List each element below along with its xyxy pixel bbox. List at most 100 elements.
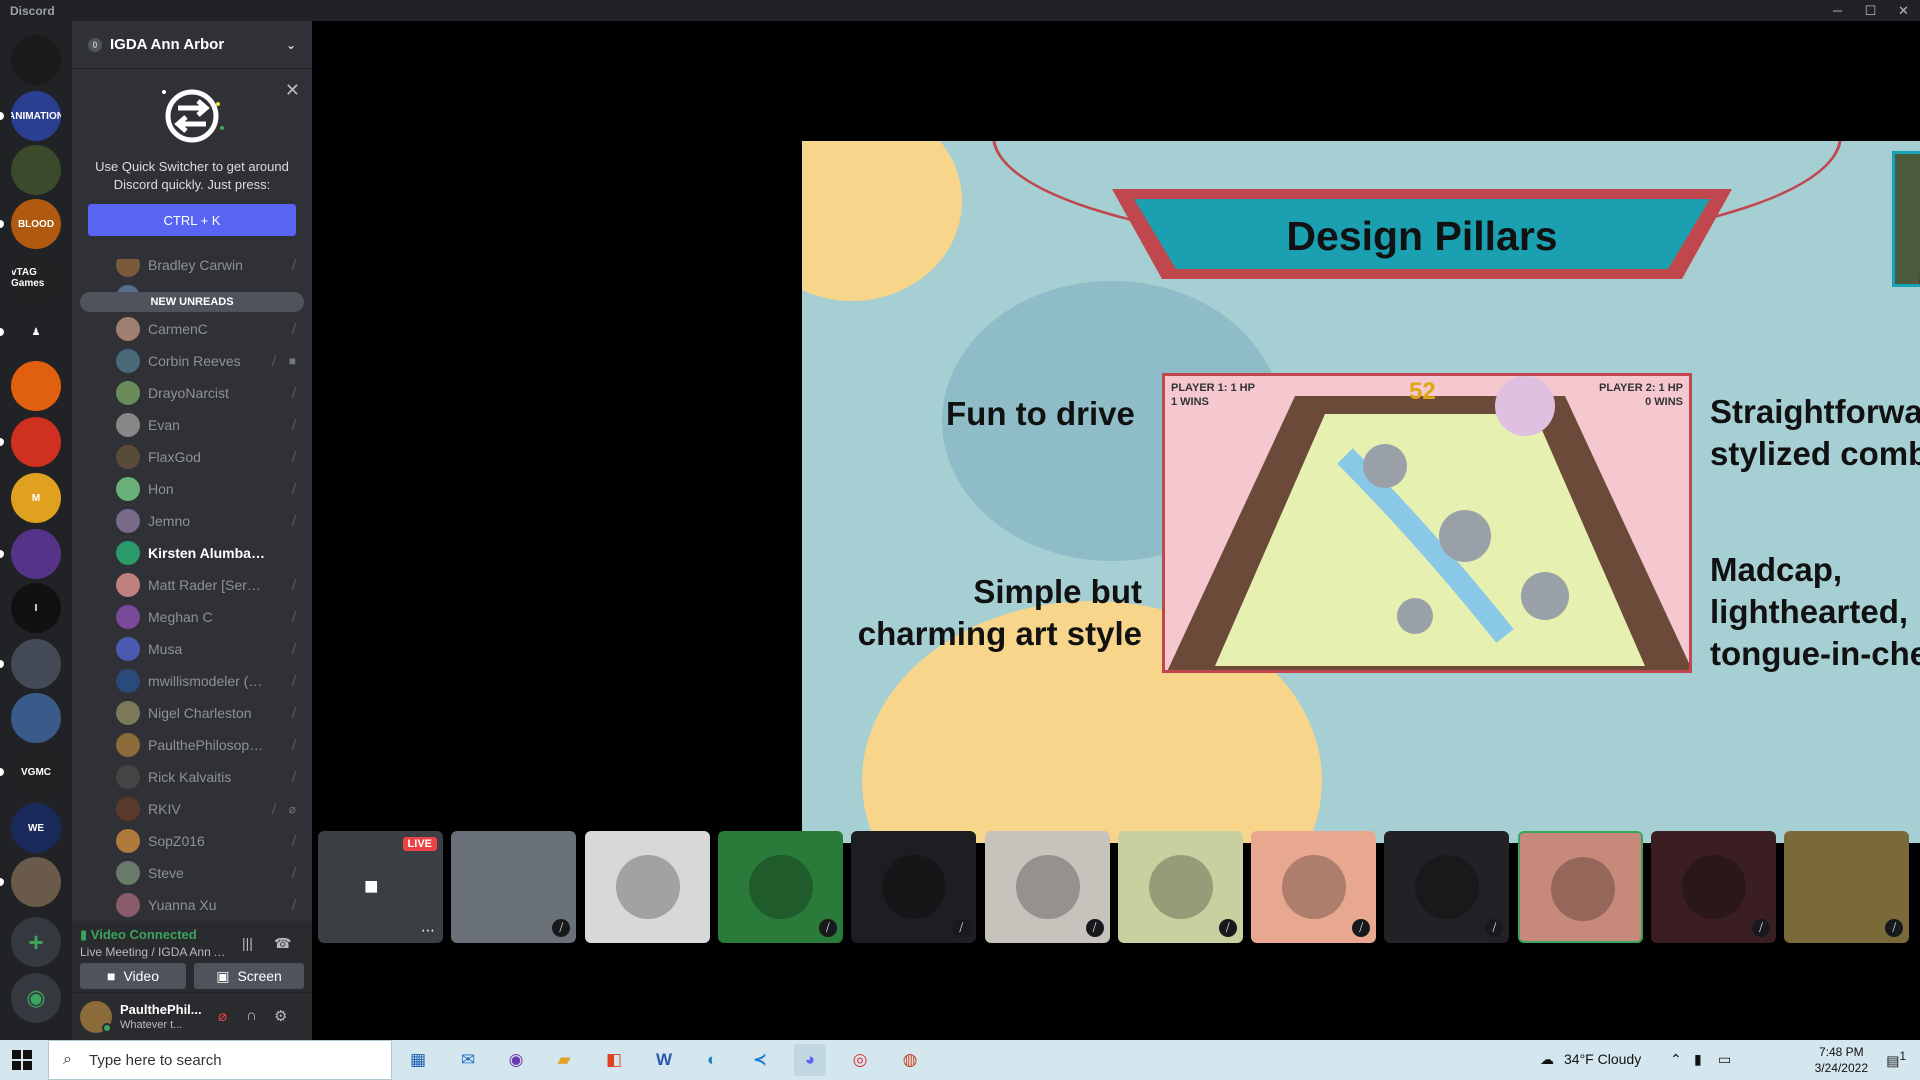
minimize-icon[interactable]: ─ (1832, 3, 1843, 18)
screen-share-button[interactable]: ▣Screen (194, 963, 304, 989)
microphone-icon[interactable]: ▮ (1694, 1051, 1702, 1067)
server-icon-blood[interactable]: BLOOD (11, 199, 61, 249)
server-icon-home[interactable] (11, 35, 61, 85)
server-icon-we-server[interactable]: WE (11, 803, 61, 853)
player1-hp: PLAYER 1: 1 HP (1171, 382, 1255, 394)
server-icon-chess[interactable]: ♟ (11, 307, 61, 357)
server-icon-red-server[interactable] (11, 417, 61, 467)
title-bar: Discord ─ ☐ ✕ (0, 0, 1920, 21)
voice-member[interactable]: CarmenC⧸ (116, 313, 312, 345)
maximize-icon[interactable]: ☐ (1864, 2, 1877, 18)
voice-member[interactable]: Matt Rader [Serenit...⧸ (116, 569, 312, 601)
chrome-app-icon[interactable]: ◍ (902, 1050, 918, 1069)
explore-servers-icon[interactable]: ◉ (11, 973, 61, 1023)
close-icon[interactable]: ✕ (284, 80, 300, 100)
voice-member[interactable]: Yuanna Xu⧸ (116, 889, 312, 921)
windows-start-icon[interactable] (12, 1050, 32, 1070)
username[interactable]: PaulthePhil... (120, 1002, 202, 1017)
voice-member[interactable]: Kirsten Alumbaugh (116, 537, 312, 569)
clock-date: 3/24/2022 (1814, 1061, 1868, 1075)
voice-member[interactable]: Steve⧸ (116, 857, 312, 889)
ctrl-k-button[interactable]: CTRL + K (88, 204, 296, 236)
voice-member[interactable]: Corbin Reeves■⧸ (116, 345, 312, 377)
notification-icon[interactable]: ▤1 (1886, 1050, 1906, 1069)
gear-icon[interactable]: ⚙ (274, 1008, 288, 1025)
member-name: PaulthePhilosopher (148, 737, 268, 753)
voice-member[interactable]: SopZ016⧸ (116, 825, 312, 857)
voice-member[interactable]: Musa⧸ (116, 633, 312, 665)
weather-text[interactable]: 34°F Cloudy (1564, 1051, 1642, 1067)
pink-character-tile[interactable] (1517, 831, 1643, 943)
member-name: Bradley Carwin (148, 259, 243, 273)
file-explorer-icon[interactable]: ▰ (557, 1050, 571, 1069)
video-button[interactable]: ■Video (80, 963, 186, 989)
voice-member[interactable]: Bradley Carwin⧸ (116, 259, 312, 281)
member-name: Steve (148, 865, 184, 881)
disconnect-icon[interactable]: ☎ (274, 935, 292, 951)
office-app-icon[interactable]: ◧ (605, 1050, 623, 1069)
classroom-tile[interactable]: ⧸ (451, 831, 577, 943)
server-icon-vgmc[interactable]: VGMC (11, 747, 61, 797)
noise-suppression-icon[interactable]: ||| (242, 935, 253, 951)
taskbar-search-box[interactable]: ⌕ Type here to search (48, 1040, 392, 1080)
server-icon-i-server[interactable]: I (11, 583, 61, 633)
sunglasses-man-tile[interactable] (584, 831, 710, 943)
bearded-man-tile[interactable]: ⧸ (1251, 831, 1377, 943)
server-icon-flame[interactable] (11, 361, 61, 411)
voice-member[interactable]: Hon⧸ (116, 473, 312, 505)
cartoon-man-tile[interactable]: ⧸ (717, 831, 843, 943)
server-icon-stamp-server[interactable] (11, 639, 61, 689)
github-app-icon[interactable]: ◉ (508, 1050, 524, 1069)
word-app-icon[interactable]: W (655, 1050, 673, 1069)
voice-member[interactable]: PaulthePhilosopher⧸ (116, 729, 312, 761)
voice-member[interactable]: Jemno⧸ (116, 505, 312, 537)
network-icon[interactable]: ▭ (1718, 1051, 1732, 1067)
stream-tile[interactable]: LIVE■⋯ (318, 831, 443, 943)
chevron-down-icon[interactable]: ⌄ (285, 37, 296, 52)
server-icon-m-server[interactable]: M (11, 473, 61, 523)
bearded-avatar-tile[interactable]: ⧸ (1651, 831, 1776, 943)
chevron-up-icon[interactable]: ⌃ (1670, 1051, 1682, 1067)
server-icon-vtag-games[interactable]: vTAG Games (11, 253, 61, 303)
unity-hub-icon[interactable]: ◎ (852, 1050, 868, 1069)
suit-man-tile[interactable]: ⧸ (851, 831, 977, 943)
mail-app-icon[interactable]: ✉ (460, 1050, 476, 1069)
skeleton-tile[interactable]: ⧸ (984, 831, 1110, 943)
avatar (116, 765, 140, 789)
voice-member[interactable]: Evan⧸ (116, 409, 312, 441)
vscode-app-icon[interactable]: ≺ (752, 1050, 768, 1069)
green-figure-tile[interactable]: ⧸ (1117, 831, 1243, 943)
store-app-icon[interactable]: ▦ (409, 1050, 427, 1069)
shared-screen-slide[interactable]: Design Pillars Fun to drive Straightforw… (802, 141, 1920, 843)
close-icon[interactable]: ✕ (1898, 2, 1909, 18)
server-icon-mountain-server[interactable] (11, 693, 61, 743)
landscape-tile[interactable]: ⧸ (1784, 831, 1910, 943)
voice-member[interactable]: DrayoNarcist⧸ (116, 377, 312, 409)
voice-channel-name[interactable]: Live Meeting / IGDA Ann A... (80, 945, 230, 959)
voice-member[interactable]: Nigel Charleston⧸ (116, 697, 312, 729)
young-man-tile[interactable]: ⧸ (1384, 831, 1510, 943)
edge-app-icon[interactable]: ◐ (706, 1050, 718, 1069)
taskbar-clock[interactable]: 7:48 PM 3/24/2022 (1815, 1044, 1868, 1076)
new-unreads-pill[interactable]: NEW UNREADS (80, 292, 304, 312)
voice-member[interactable]: Rick Kalvaitis⧸ (116, 761, 312, 793)
server-icon-animation-club[interactable]: ANIMATION (11, 91, 61, 141)
add-server-icon[interactable]: + (11, 917, 61, 967)
voice-member[interactable]: Meghan C⧸ (116, 601, 312, 633)
more-options-icon[interactable]: ⋯ (421, 922, 435, 938)
microphone-muted-icon[interactable]: ⌀ (218, 1008, 228, 1025)
voice-member[interactable]: mwillismodeler (M...⧸ (116, 665, 312, 697)
voice-member[interactable]: RKIV⌀⧸ (116, 793, 312, 825)
muted-icon: ⧸ (271, 801, 276, 816)
voice-status[interactable]: ▮ Video Connected (80, 927, 197, 942)
avatar (116, 861, 140, 885)
voice-member[interactable]: FlaxGod⧸ (116, 441, 312, 473)
server-icon-pixel-server[interactable] (11, 529, 61, 579)
guild-header[interactable]: 0 IGDA Ann Arbor ⌄ (72, 21, 312, 69)
headphones-icon[interactable]: ∩ (246, 1007, 257, 1024)
server-icon-server-3[interactable] (11, 145, 61, 195)
avatar (116, 797, 140, 821)
discord-app-icon[interactable]: ◕ (794, 1044, 826, 1076)
server-icon-club-server[interactable] (11, 857, 61, 907)
yellow-blob (802, 141, 962, 301)
